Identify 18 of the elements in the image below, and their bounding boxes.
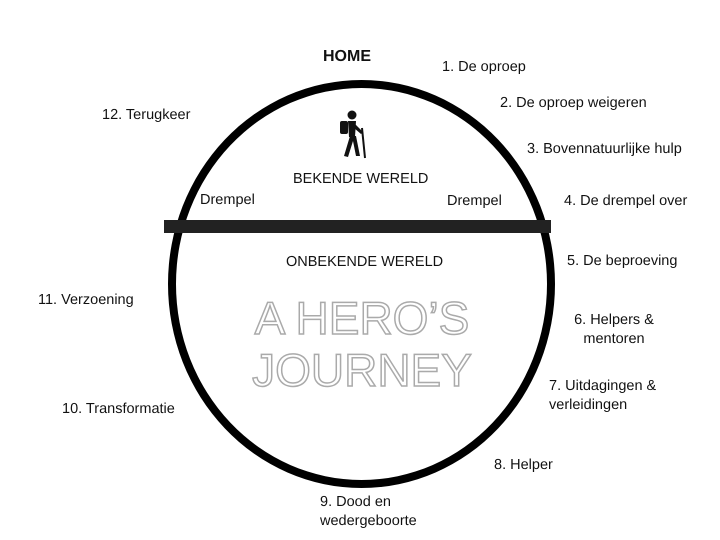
step-label: 8. Helper bbox=[494, 456, 553, 475]
step-label: 5. De beproeving bbox=[567, 252, 678, 271]
step-label: 4. De drempel over bbox=[564, 192, 688, 211]
title: A HERO’S JOURNEY bbox=[251, 292, 474, 396]
world-label: BEKENDE WERELD bbox=[293, 170, 428, 189]
step-label: 3. Bovennatuurlijke hulp bbox=[527, 140, 682, 159]
step-label: 1. De oproep bbox=[442, 58, 526, 77]
step-label: 12. Terugkeer bbox=[102, 106, 190, 125]
world-label: ONBEKENDE WERELD bbox=[286, 253, 444, 272]
step-label: 9. Dood en wedergeboorte bbox=[320, 493, 418, 531]
step-label: 11. Verzoening bbox=[38, 291, 134, 310]
home-heading: HOME bbox=[323, 47, 371, 66]
step-label: 6. Helpers & mentoren bbox=[573, 311, 655, 349]
step-label: 7. Uitdagingen & verleidingen bbox=[549, 377, 658, 415]
step-label: 10. Transformatie bbox=[62, 400, 175, 419]
step-label: 2. De oproep weigeren bbox=[500, 94, 647, 113]
threshold-label: Drempel bbox=[447, 192, 502, 211]
threshold-label: Drempel bbox=[200, 191, 255, 210]
